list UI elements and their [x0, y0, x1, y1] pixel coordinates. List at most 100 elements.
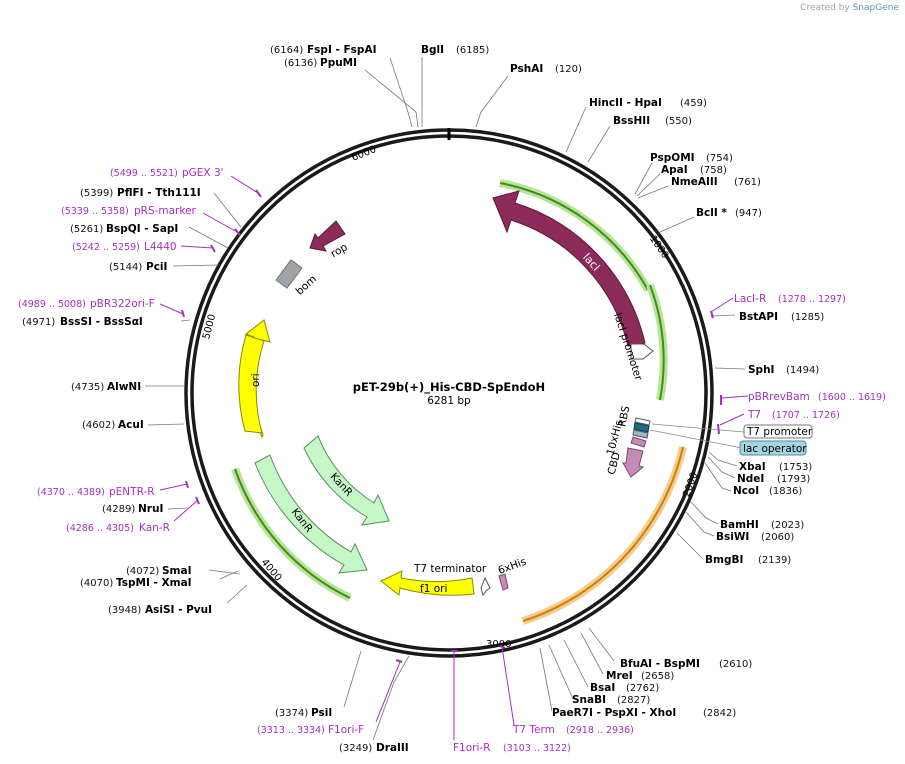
enzyme-hinc-name: HincII - HpaI — [589, 97, 662, 109]
enzyme-alwni-pos: (4735) — [71, 382, 104, 393]
insert-band — [521, 446, 687, 625]
enzyme-sphi-name: SphI — [748, 364, 774, 376]
enzyme-alwni-name: AlwNI — [107, 381, 141, 393]
created-by-text: Created by — [800, 3, 850, 13]
primer-pbrrev-pos: (1600 .. 1619) — [818, 392, 886, 403]
ring-tick-2000: 2000 — [681, 471, 700, 499]
primer-laci-r-name: LacI-R — [734, 293, 766, 305]
enzyme-bstapi-pos: (1285) — [791, 312, 824, 323]
enzyme-acui-pos: (4602) — [82, 420, 115, 431]
enzyme-bcli-name: BclI * — [696, 207, 727, 219]
enzyme-bsiwi-pos: (2060) — [761, 532, 794, 543]
his-linker-feature — [632, 429, 649, 439]
ori-body — [238, 334, 265, 434]
laci-band-line — [499, 182, 649, 291]
enzyme-pspomi-pos: (754) — [706, 153, 733, 164]
primer-prs-name: pRS-marker — [134, 205, 197, 217]
t7-promoter-box — [743, 424, 813, 439]
enzyme-mrei-pos: (2658) — [641, 671, 674, 682]
laci-feature — [492, 190, 646, 347]
primer-l4440-pos: (5242 .. 5259) — [72, 242, 140, 253]
enzyme-bamhi-name: BamHI — [720, 519, 759, 531]
enzyme-mrei-name: MreI — [606, 670, 633, 682]
primer-labels: LacI-R (1278 .. 1297) pBRrevBam (1600 ..… — [18, 167, 886, 754]
enzyme-bfuai-name: BfuAI - BspMI — [620, 658, 700, 670]
enzyme-dra3-name: DraIII — [376, 742, 409, 754]
enzyme-apai-pos: (758) — [700, 165, 727, 176]
enzyme-hinc-pos: (459) — [680, 98, 707, 109]
enzyme-nrui-name: NruI — [138, 503, 163, 515]
cbd-label: CBD — [606, 451, 623, 476]
primer-t7term-pos: (2918 .. 2936) — [566, 725, 634, 736]
enzyme-bsai-name: BsaI — [590, 682, 615, 694]
t7-terminator-label: T7 terminator — [413, 563, 487, 575]
rbs-label: RBS — [616, 404, 632, 427]
enzyme-nmeaiii-name: NmeAIII — [671, 176, 718, 188]
cbd-small-feature — [630, 436, 647, 448]
enzyme-bsssi-name: BssSI - BssSαI — [60, 316, 143, 328]
enzyme-bsssi-pos: (4971) — [22, 317, 55, 328]
enzyme-xbai-name: XbaI — [739, 461, 766, 473]
enzyme-apai-name: ApaI — [661, 164, 688, 176]
enzyme-paer7i-pos: (2842) — [703, 708, 736, 719]
enzyme-nrui-pos: (4289) — [102, 504, 135, 515]
enzyme-snabi-name: SnaBI — [572, 694, 606, 706]
primer-t7-name: T7 — [747, 409, 761, 421]
enzyme-bamhi-pos: (2023) — [771, 520, 804, 531]
enzyme-asisi-pos: (3948) — [108, 605, 141, 616]
enzyme-acui-name: AcuI — [118, 419, 144, 431]
enzyme-labels: (6164) FspI - FspAI (6136) PpuMI BglI (6… — [22, 44, 824, 754]
f1ori-feature — [380, 570, 475, 596]
primer-f1orif-pos: (3313 .. 3334) — [257, 725, 325, 736]
tenxhis-feature — [633, 422, 650, 433]
enzyme-snabi-pos: (2827) — [617, 695, 650, 706]
enzyme-nmeaiii-pos: (761) — [734, 177, 761, 188]
ring-tick-3000: 3000 — [486, 639, 511, 650]
enzyme-ndei-name: NdeI — [737, 473, 764, 485]
enzyme-psh-name: PshAI — [510, 63, 543, 75]
t7-promoter-label: T7 promoter — [746, 426, 813, 438]
enzyme-psii-name: PsiI — [311, 707, 332, 719]
enzyme-ncoi-pos: (1836) — [769, 486, 802, 497]
insert-band-line — [522, 446, 684, 622]
primer-f1orir-name: F1ori-R — [453, 742, 490, 754]
primer-pbrrev-name: pBRrevBam — [748, 391, 810, 403]
sixxhis-feature — [498, 573, 509, 591]
enzyme-xbai-pos: (1753) — [779, 462, 812, 473]
plasmid-name: pET-29b(+)_His-CBD-SpEndoH — [353, 380, 545, 395]
enzyme-pcii-name: PciI — [146, 261, 167, 273]
tenxhis-label: 10xHis — [605, 419, 626, 457]
enzyme-ppumi-name: PpuMI — [320, 57, 357, 69]
promoter-band-line — [649, 284, 665, 401]
enzyme-ndei-pos: (1793) — [777, 474, 810, 485]
primer-prs-pos: (5339 .. 5358) — [61, 206, 129, 217]
enzyme-bmgbi-name: BmgBI — [705, 554, 743, 566]
snapgene-credit: Created by SnapGene — [800, 3, 899, 13]
rop-label: rop — [329, 241, 350, 260]
t7-promoter-leader — [651, 423, 745, 433]
primer-kanr-name: Kan-R — [139, 522, 170, 534]
kanr-feature-outer — [254, 454, 368, 574]
enzyme-bgli-name: BglI — [421, 44, 444, 56]
primer-laci-r-pos: (1278 .. 1297) — [778, 294, 846, 305]
enzyme-pflfi-pos: (5399) — [80, 188, 113, 199]
enzyme-smai-pos: (4072) — [126, 566, 159, 577]
enzyme-tspmi-name: TspMI - XmaI — [116, 577, 192, 589]
primer-kanr-pos: (4286 .. 4305) — [66, 523, 134, 534]
primer-t7term-name: T7 Term — [512, 724, 555, 736]
primer-t7-pos: (1707 .. 1726) — [772, 410, 840, 421]
lac-operator-box — [739, 440, 807, 456]
lac-operator-leader — [649, 429, 743, 449]
primer-pbr322-pos: (4989 .. 5008) — [18, 299, 86, 310]
ori-label: ori — [250, 373, 262, 387]
enzyme-dra3-pos: (3249) — [339, 743, 372, 754]
primer-f1orif-name: F1ori-F — [328, 724, 364, 736]
enzyme-bsai-pos: (2762) — [626, 683, 659, 694]
primer-pentr-pos: (4370 .. 4389) — [37, 487, 105, 498]
enzyme-psh-pos: (120) — [555, 64, 582, 75]
primer-pentr-name: pENTR-R — [109, 486, 155, 498]
primer-pgex-name: pGEX 3' — [182, 167, 224, 179]
primer-pgex-pos: (5499 .. 5521) — [110, 168, 178, 179]
kanr-band-line — [234, 468, 351, 599]
enzyme-paer7i-name: PaeR7I - PspXI - XhoI — [552, 707, 676, 719]
